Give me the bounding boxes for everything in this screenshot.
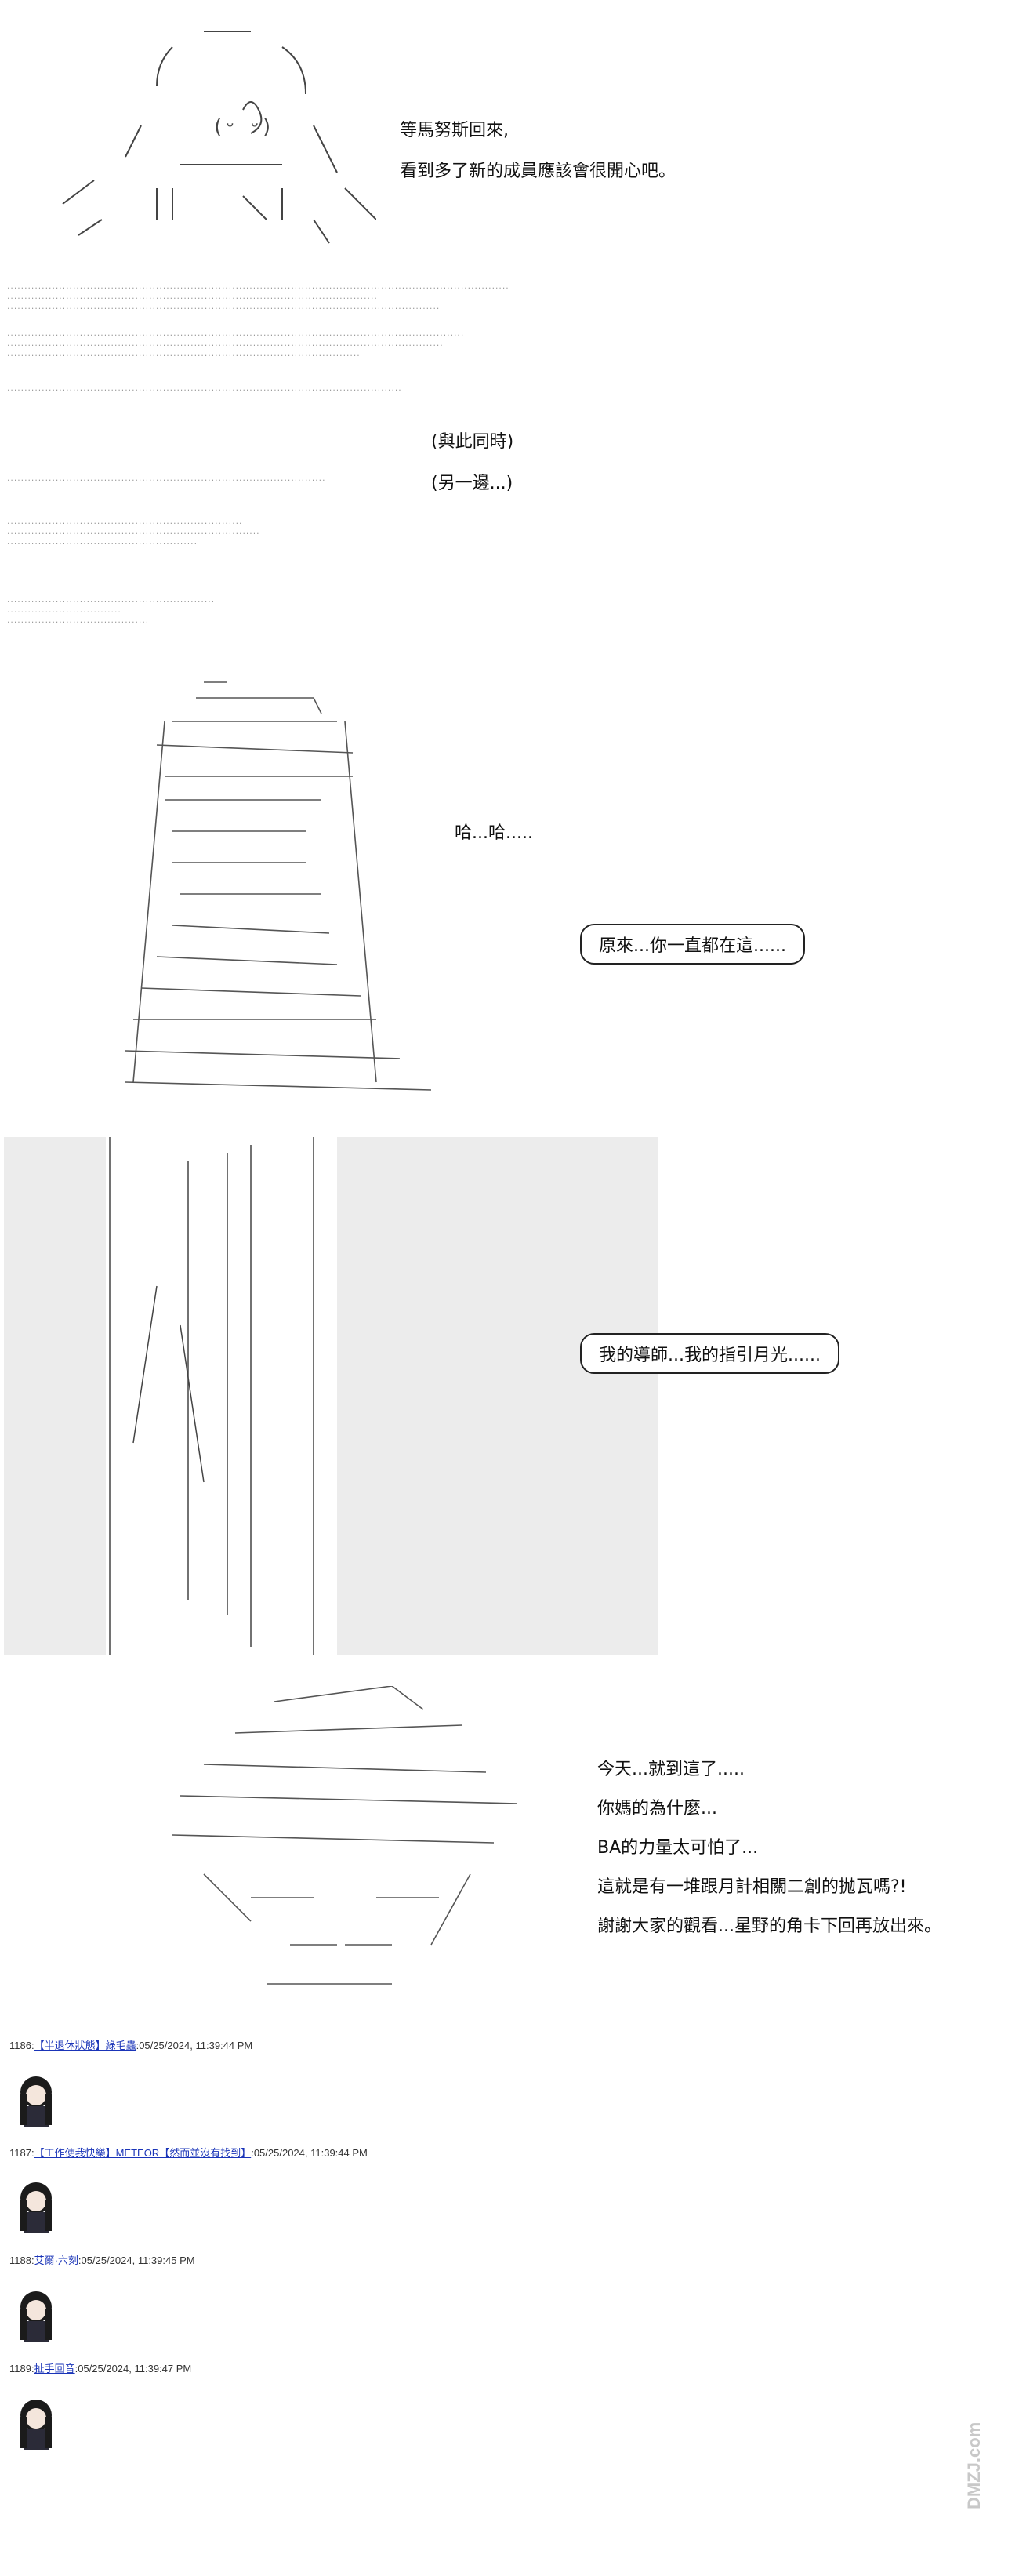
caption-12: 謝謝大家的觀看...星野的角卡下回再放出來。 [597,1917,941,1936]
post-author-link[interactable]: 艾爾·六刻 [34,2254,78,2266]
post-date: :05/25/2024, 11:39:44 PM [251,2147,368,2159]
post-avatar [20,2400,52,2450]
ascii-art-pillar-scene [4,1137,658,1655]
post-avatar [20,2291,52,2342]
post-date: :05/25/2024, 11:39:44 PM [136,2040,253,2051]
caption-2: 看到多了新的成員應該會很開心吧。 [400,162,676,181]
post-number: 1188: [9,2254,34,2266]
caption-5: 哈...哈..... [455,823,533,843]
post-1188-header: 1188:艾爾·六刻:05/25/2024, 11:39:45 PM [9,2252,195,2267]
post-author-link[interactable]: 扯手回音 [34,2363,75,2374]
post-1186-header: 1186:【半退休狀態】綠毛蟲:05/25/2024, 11:39:44 PM [9,2037,252,2052]
post-1187-header: 1187:【工作使我快樂】METEOR【然而並沒有找到】:05/25/2024,… [9,2145,368,2160]
ascii-art-figure-top: (ᵕ ᵕ) [62,31,376,244]
caption-3: (與此同時) [431,432,514,452]
post-date: :05/25/2024, 11:39:45 PM [78,2254,195,2266]
post-avatar [20,2076,52,2127]
caption-4: (另一邊...) [431,474,513,493]
post-number: 1187: [9,2147,34,2159]
dot-texture-1: ........................................… [6,283,510,311]
dot-texture-3: ........................................… [6,385,402,393]
post-author-link[interactable]: 【工作使我快樂】METEOR【然而並沒有找到】 [34,2147,252,2159]
dot-texture-6: ........................................… [6,597,215,625]
caption-1: 等馬努斯回來, [400,121,509,140]
post-number: 1186: [9,2040,34,2051]
post-number: 1189: [9,2363,34,2374]
caption-6: 原來...你一直都在這...... [599,936,786,956]
caption-10: BA的力量太可怕了... [597,1838,759,1858]
watermark-logo: DMZJ.com [964,2422,984,2509]
caption-9: 你媽的為什麼... [597,1799,717,1818]
caption-8: 今天...就到這了..... [597,1760,745,1779]
svg-text:(ᵕ ᵕ): (ᵕ ᵕ) [212,115,273,139]
caption-11: 這就是有一堆跟月計相關二創的抛瓦嗎?! [597,1877,907,1897]
ascii-art-figure-hooded [125,681,432,1091]
post-1189-header: 1189:扯手回音:05/25/2024, 11:39:47 PM [9,2360,191,2375]
dot-texture-5: ........................................… [6,518,260,547]
dot-texture-4: ........................................… [6,475,325,483]
speech-bubble-2: 我的導師...我的指引月光...... [580,1333,839,1374]
post-avatar [20,2182,52,2233]
post-date: :05/25/2024, 11:39:47 PM [74,2363,192,2374]
ascii-art-figure-hair [172,1686,518,1985]
post-author-link[interactable]: 【半退休狀態】綠毛蟲 [34,2040,136,2051]
dot-texture-2: ........................................… [6,330,464,358]
speech-bubble-1: 原來...你一直都在這...... [580,924,805,965]
caption-7: 我的導師...我的指引月光...... [599,1346,821,1365]
